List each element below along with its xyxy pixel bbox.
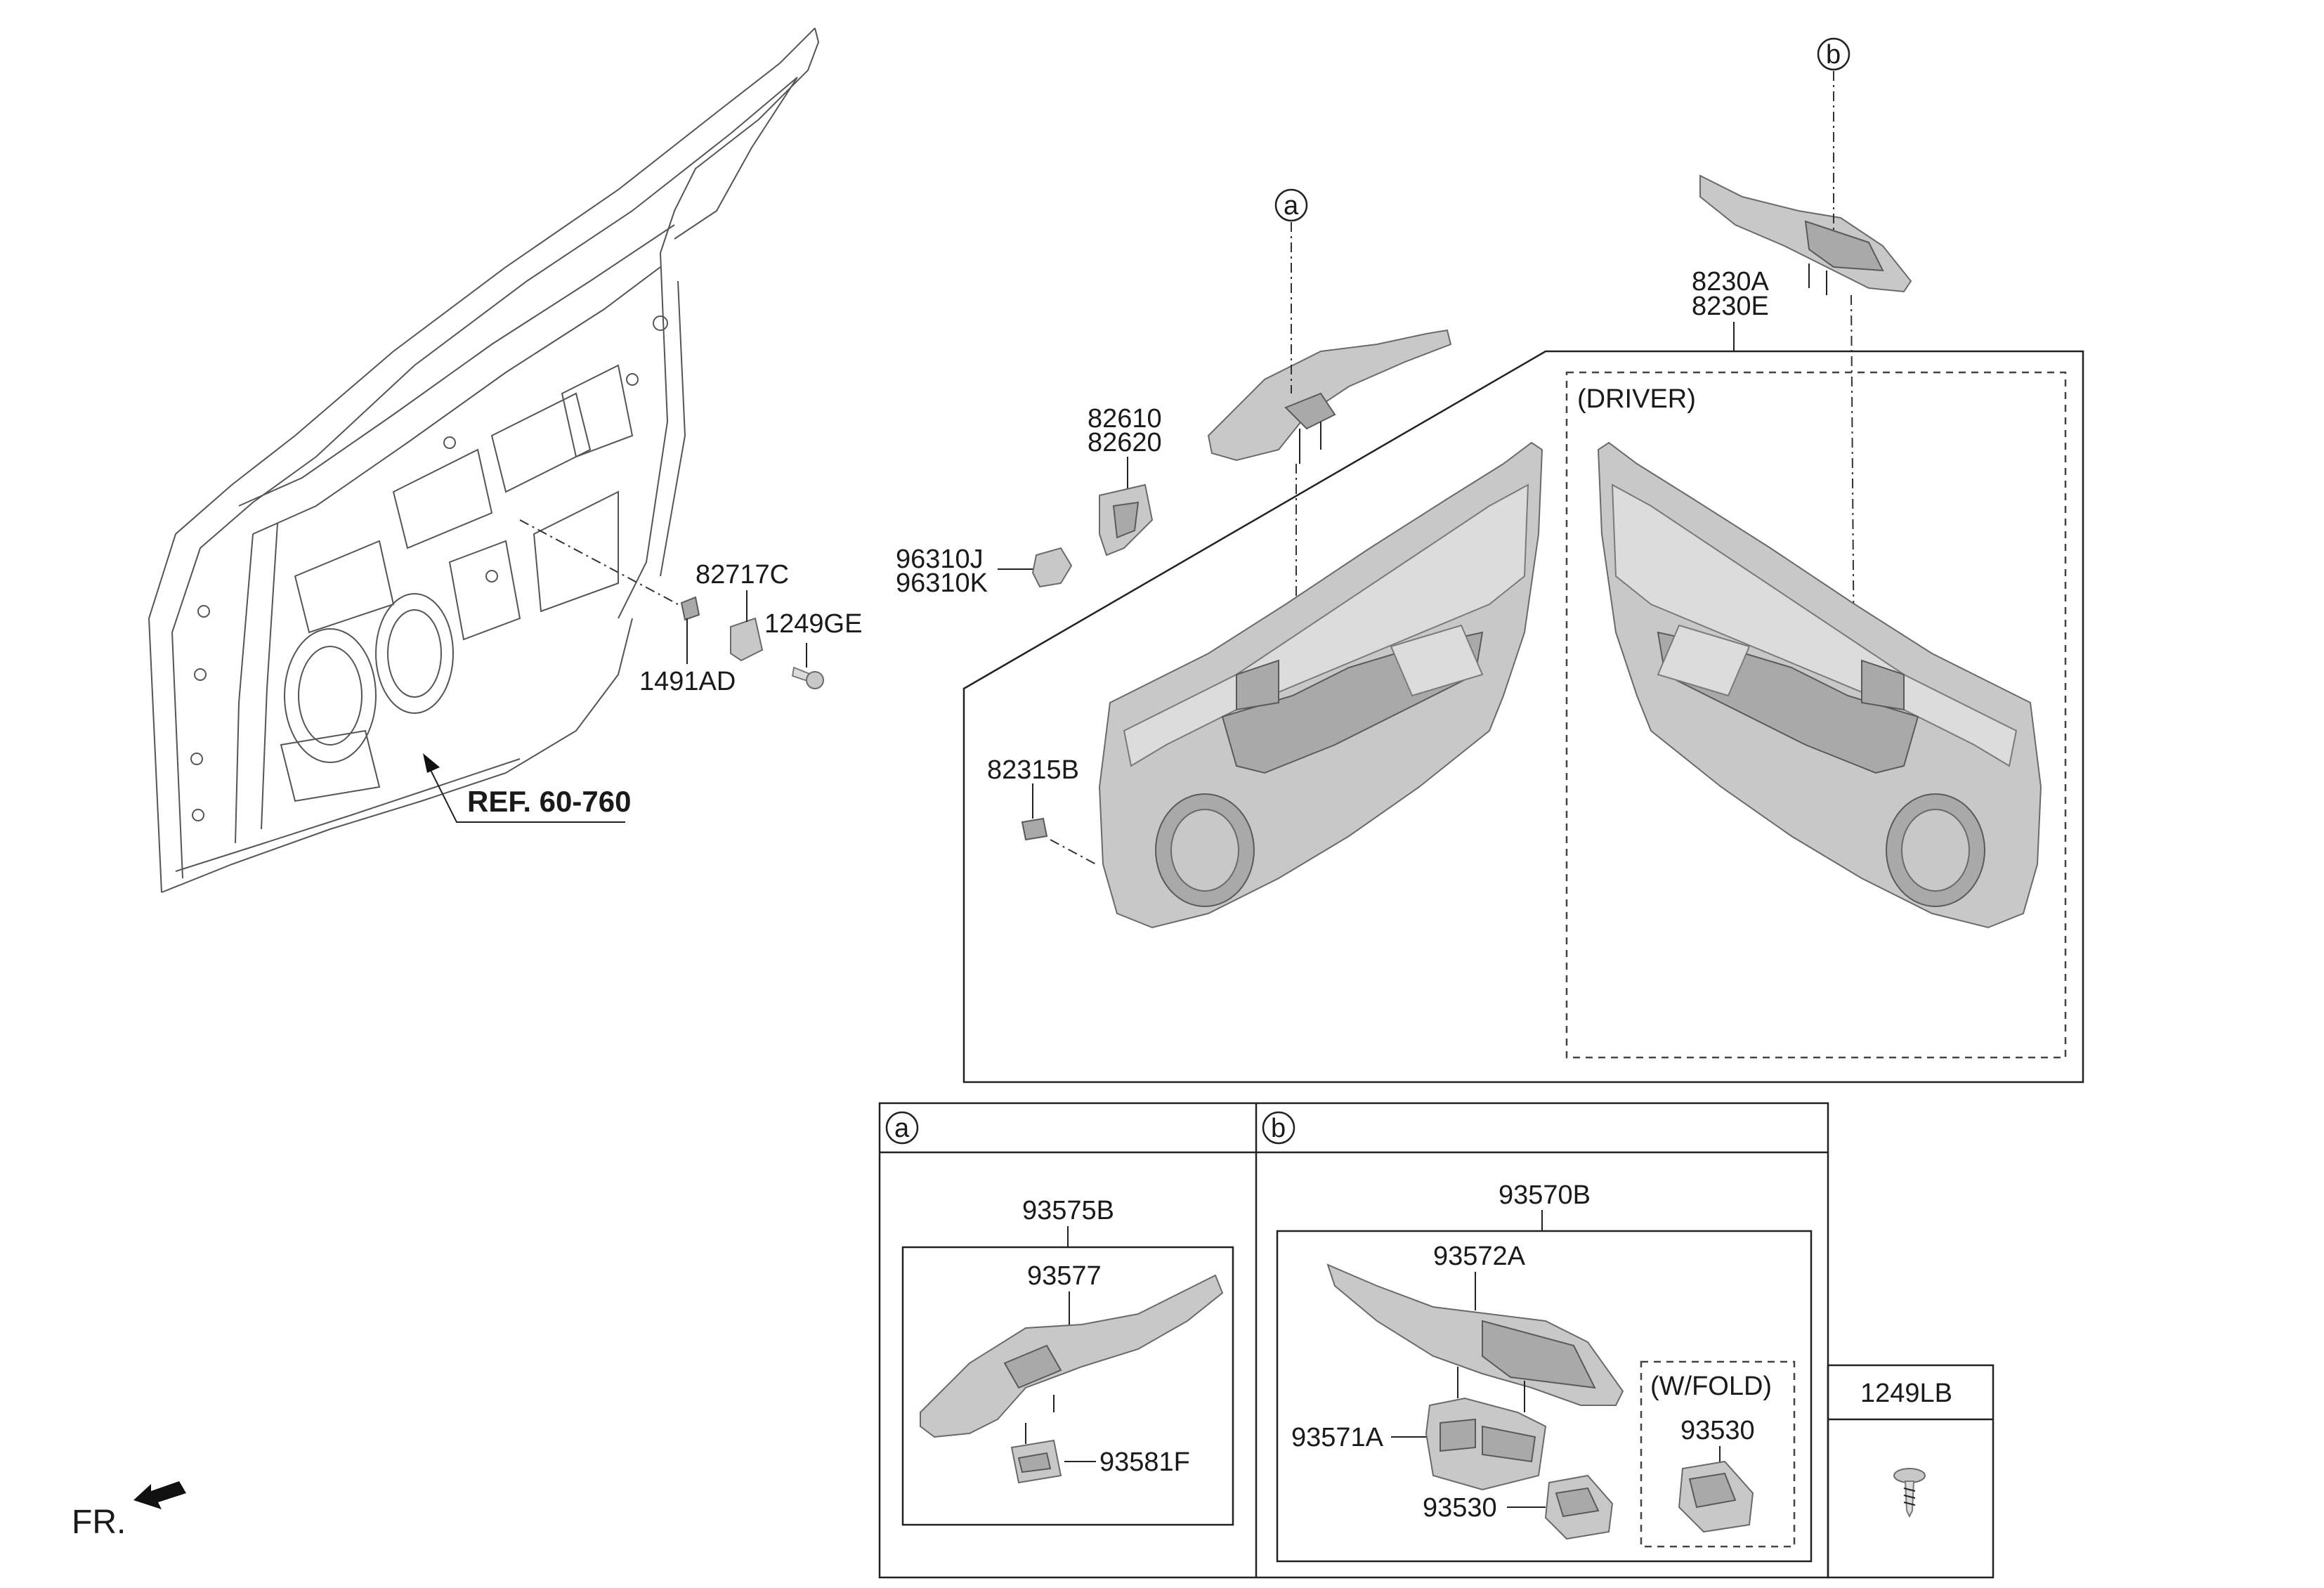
label-93581f: 93581F [1099, 1447, 1190, 1477]
fastener-1249lb: 1249LB [1827, 1364, 1995, 1579]
ref-label: REF. 60-760 [467, 785, 631, 818]
label-1491ad: 1491AD [639, 667, 736, 696]
label-8230a: 8230A [1692, 267, 1770, 297]
door-trim-panel-driver [1597, 441, 2042, 929]
speaker-96310j: 96310J 96310K [896, 545, 1073, 598]
label-1249ge: 1249GE [764, 609, 862, 639]
ref-callout: REF. 60-760 [423, 753, 631, 823]
hardware-1491ad-82717c-1249ge: 82717C 1249GE 1491AD [639, 560, 862, 696]
label-93577: 93577 [1027, 1261, 1102, 1291]
label-93530-wfold: 93530 [1680, 1416, 1755, 1445]
front-arrow-icon [133, 1481, 186, 1509]
detail-a-tag: a [894, 1114, 910, 1143]
label-wfold: (W/FOLD) [1650, 1372, 1772, 1401]
label-82620: 82620 [1088, 428, 1162, 457]
label-driver: (DRIVER) [1577, 384, 1696, 414]
label-82717c: 82717C [696, 560, 789, 590]
inside-handle-82610: 82610 82620 [1088, 404, 1162, 557]
door-frame [148, 27, 820, 893]
callout-a-letter: a [1284, 191, 1299, 221]
label-82315b: 82315B [987, 755, 1079, 785]
label-1249lb: 1249LB [1860, 1379, 1952, 1408]
label-93575b: 93575B [1022, 1196, 1114, 1225]
label-93570b: 93570B [1499, 1180, 1591, 1210]
callout-b-letter: b [1826, 40, 1841, 70]
detail-b-tag: b [1271, 1114, 1286, 1143]
label-93571a: 93571A [1291, 1423, 1384, 1452]
clip-82315b: 82315B [987, 755, 1097, 865]
label-93572a: 93572A [1433, 1242, 1526, 1271]
trim-assembly-box: (DRIVER) [962, 350, 2084, 1083]
label-93530-lower: 93530 [1423, 1493, 1497, 1523]
detail-table [878, 1102, 1829, 1579]
door-trim-panel-passenger [1098, 441, 1543, 929]
callout-b: b [1817, 37, 1855, 760]
detail-a: a 93575B 93577 93581F [885, 1111, 1234, 1526]
label-82610: 82610 [1088, 404, 1162, 434]
label-fr: FR. [72, 1504, 126, 1541]
label-96310k: 96310K [896, 568, 988, 598]
front-direction-indicator: FR. [72, 1481, 186, 1541]
detail-b: b 93570B 93572A 93571A 93530 (W/FOLD) 93… [1262, 1111, 1813, 1563]
label-8230e: 8230E [1692, 292, 1769, 321]
switch-bezel-b [1699, 174, 1912, 295]
switch-bezel-a [1207, 329, 1452, 464]
label-96310j: 96310J [896, 545, 984, 574]
